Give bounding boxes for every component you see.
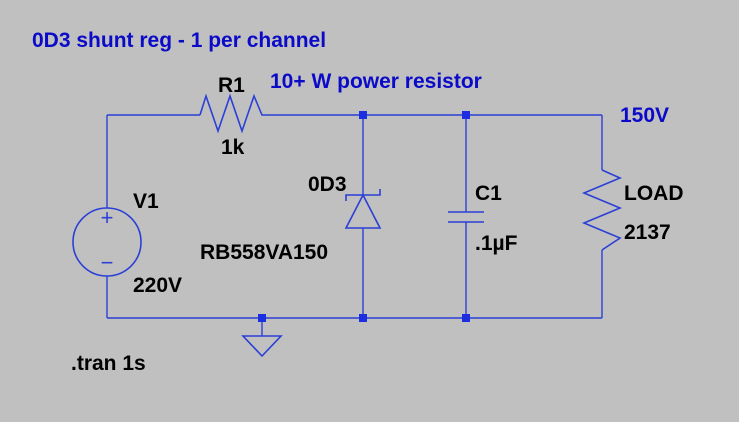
spice-directive: .tran 1s <box>71 352 146 375</box>
output-voltage-label: 150V <box>620 104 669 127</box>
node-cap-top <box>462 111 470 119</box>
v1-ref-label: V1 <box>133 190 159 213</box>
r1-ref-label: R1 <box>218 74 245 97</box>
node-zener-bottom <box>359 314 367 322</box>
c1-ref-label: C1 <box>475 182 502 205</box>
r1-resistor-symbol <box>199 93 268 134</box>
load-resistor-symbol <box>581 169 623 251</box>
load-ref-label: LOAD <box>624 182 684 205</box>
v1-value-label: 220V <box>133 274 182 297</box>
v1-plus-sign: + <box>101 205 114 230</box>
node-zener-top <box>359 111 367 119</box>
load-value-label: 2137 <box>624 221 671 244</box>
schematic-title: 0D3 shunt reg - 1 per channel <box>32 29 326 52</box>
ground-symbol <box>241 335 283 358</box>
node-cap-bottom <box>462 314 470 322</box>
wires <box>106 114 603 336</box>
r1-value-label: 1k <box>221 136 245 159</box>
v1-minus-sign: − <box>101 250 114 275</box>
c1-value-label: .1µF <box>475 232 518 255</box>
resistor-note: 10+ W power resistor <box>270 70 482 93</box>
v1-source-symbol: + − <box>72 205 142 277</box>
zener-value-label: RB558VA150 <box>200 241 328 264</box>
zener-ref-label: 0D3 <box>308 173 347 196</box>
zener-diode-symbol <box>344 189 382 229</box>
junction-nodes <box>258 111 470 322</box>
capacitor-symbol <box>448 211 484 223</box>
node-ground <box>258 314 266 322</box>
